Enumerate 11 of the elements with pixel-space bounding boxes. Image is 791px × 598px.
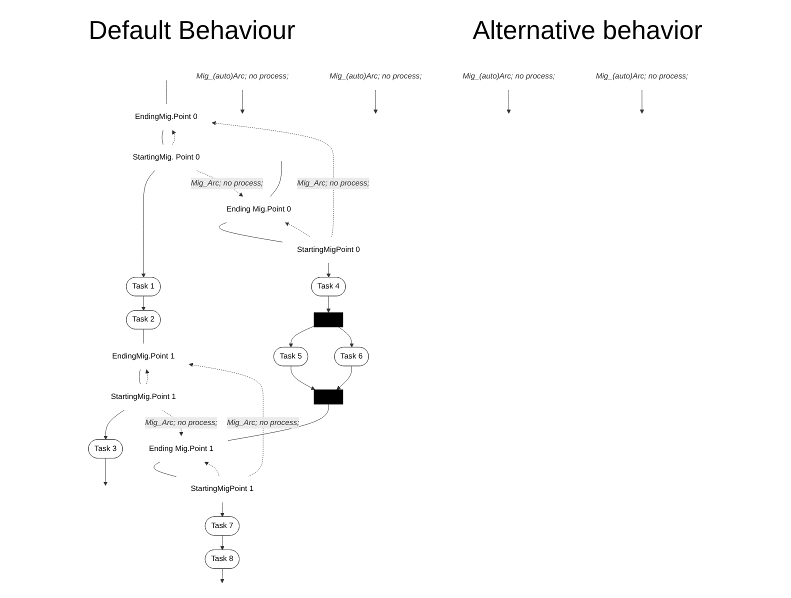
connector bbox=[228, 404, 329, 441]
connector bbox=[270, 160, 282, 197]
connector bbox=[154, 462, 177, 477]
column-heading: Default Behaviour bbox=[88, 14, 296, 46]
node-bar bbox=[314, 312, 344, 328]
connector bbox=[162, 130, 164, 145]
connector bbox=[143, 329, 144, 344]
column-heading: Alternative behavior bbox=[472, 14, 702, 46]
connector bbox=[218, 222, 283, 242]
connector bbox=[138, 369, 141, 384]
node-bar bbox=[314, 389, 344, 404]
